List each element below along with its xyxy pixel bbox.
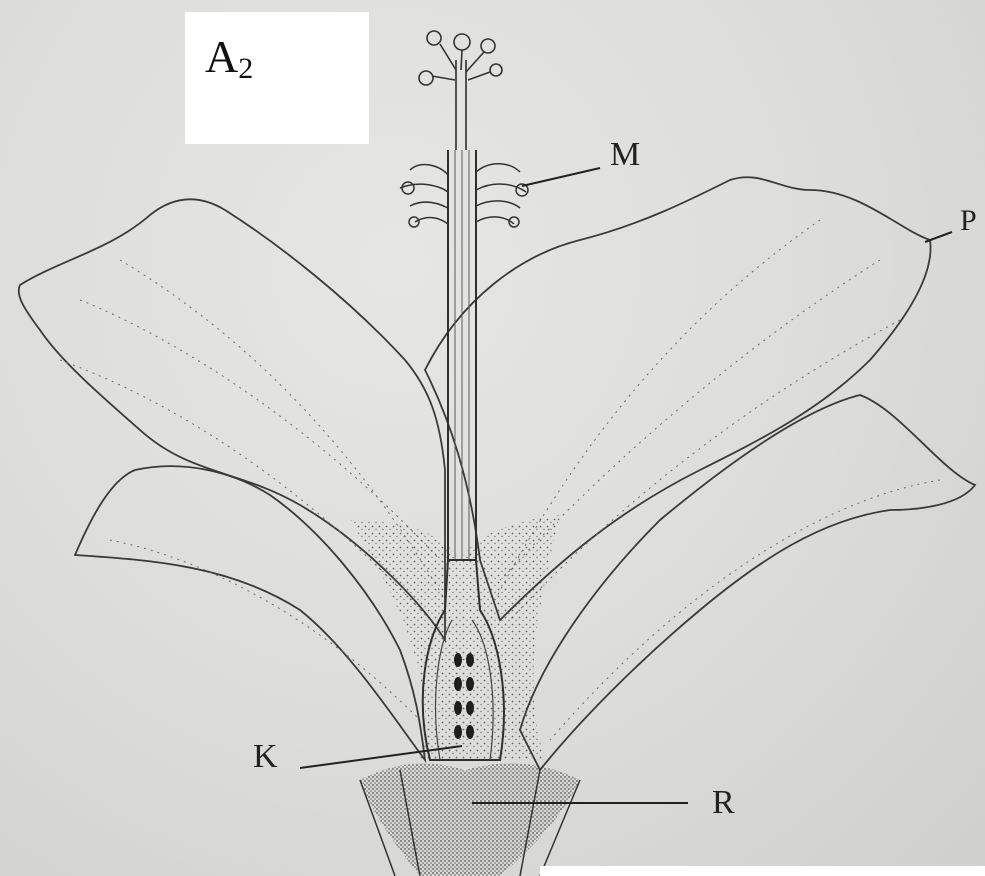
panel-label-box: A2 (185, 12, 369, 144)
label-k: K (253, 740, 278, 774)
petal-lower-right (520, 395, 975, 770)
leader-lines (300, 168, 952, 803)
bottom-white-band (540, 866, 985, 876)
label-r: R (712, 786, 735, 820)
label-p: P (960, 206, 977, 236)
label-m: M (610, 138, 640, 172)
leader-p (925, 232, 952, 242)
panel-label: A2 (205, 34, 253, 84)
stigma-lobes (419, 31, 502, 85)
leader-m (522, 168, 600, 186)
petal-lower-left (75, 466, 425, 760)
stamen-cluster (400, 164, 528, 227)
